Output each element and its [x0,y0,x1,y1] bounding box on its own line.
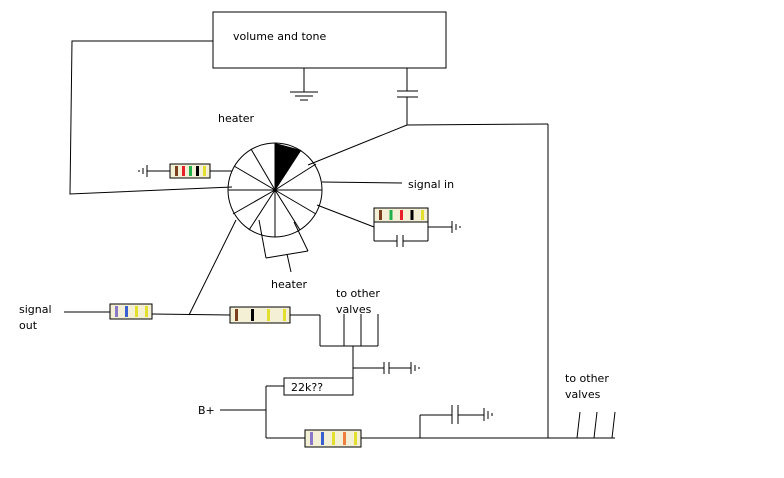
resistor-body [229,306,291,324]
output-resistor [109,303,153,320]
other-valves-mid-label-line1: to other [336,287,380,300]
resistor-band [321,432,324,445]
supply-resistor [304,429,362,448]
resistor-band [145,306,148,317]
signal-in-wire [321,181,403,184]
resistor-band [410,210,414,220]
cathode-resistor-left [169,163,211,179]
resistor-body [109,303,153,320]
other-valves-mid-label-line2: valves [336,303,372,316]
valve-tube [227,142,323,238]
plate-output-wiring [64,219,420,386]
signal-in-label: signal in [408,178,455,191]
ground-symbol-top [290,68,318,101]
resistor-band [389,210,393,220]
valve-pin-highlight [275,143,301,190]
feedback-wire [69,40,233,195]
signal-out-label-line2: out [19,319,38,332]
resistor-band [203,166,206,176]
resistor-band [125,306,128,317]
resistor-band [189,166,192,176]
heater-label-bottom: heater [271,278,308,291]
heater-label-top: heater [218,112,255,125]
volume-tone-box [212,11,447,69]
resistor-band [421,210,424,220]
resistor-band [400,210,403,220]
resistor-band [354,432,357,445]
resistor-band [332,432,335,445]
resistor-band [310,432,313,445]
heater-leads-bottom [258,219,309,273]
resistor-band [135,306,138,317]
resistor-band [251,309,254,321]
resistor-band [196,166,199,176]
resistor-band [235,309,238,321]
resistor-band [115,306,118,317]
cathode-resistor-right [373,207,429,223]
resistor-22k-label: 22k?? [291,381,324,394]
volume-tone-label: volume and tone [233,30,327,43]
resistor-band [283,309,286,321]
other-valves-right-label-line1: to other [565,372,609,385]
resistor-band [175,166,178,176]
coupling-capacitor-top [307,68,549,438]
supply-label: B+ [198,404,215,417]
resistor-band [379,210,382,220]
resistor-band [267,309,270,321]
cathode-resistor-left-wiring [138,165,232,177]
resistor-band [343,432,346,445]
other-valves-right-label-line2: valves [565,388,601,401]
signal-out-label-line1: signal [19,303,52,316]
resistor-band [182,166,185,176]
plate-resistor [229,306,291,324]
supply-wiring [220,377,616,439]
